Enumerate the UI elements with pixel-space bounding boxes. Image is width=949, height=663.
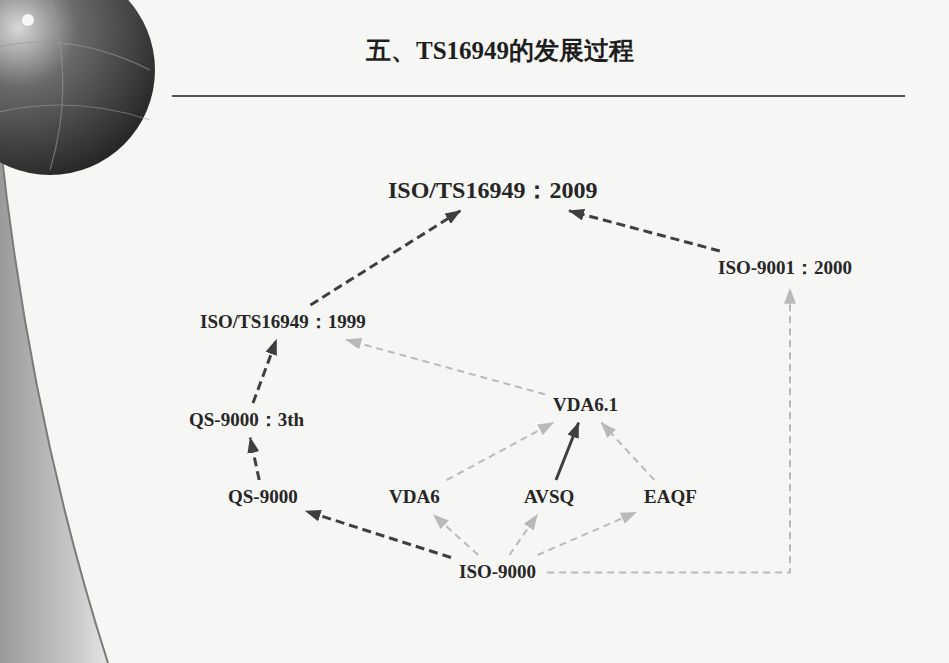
standard-label: QS-9000 — [228, 486, 298, 509]
band-edge — [0, 140, 108, 663]
derivation-arrow — [346, 340, 545, 395]
standard-node: ISO-9000 — [454, 558, 541, 587]
standard-label: AVSQ — [524, 486, 574, 509]
derivation-arrow — [311, 211, 461, 305]
derivation-arrow — [447, 423, 553, 480]
standard-label: QS-9000：3th — [189, 409, 304, 432]
side-band — [0, 140, 108, 663]
standard-node: ISO/TS16949：2009 — [383, 173, 602, 208]
standard-node: ISO/TS16949：1999 — [195, 308, 371, 337]
standard-node: VDA6 — [384, 483, 445, 512]
standard-label: ISO/TS16949：2009 — [388, 176, 597, 205]
standard-node: QS-9000：3th — [184, 406, 309, 435]
standard-label: VDA6.1 — [553, 394, 618, 417]
derivation-arrow — [434, 515, 479, 555]
title-rule — [172, 95, 905, 97]
standard-label: ISO/TS16949：1999 — [200, 311, 366, 334]
slide-title: 五、TS16949的发展过程 — [366, 34, 634, 67]
derivation-arrow — [538, 512, 636, 555]
standard-label: ISO-9000 — [459, 561, 536, 584]
derivation-arrow — [253, 340, 276, 403]
derivation-arrow — [569, 211, 720, 251]
standard-node: QS-9000 — [223, 483, 303, 512]
derivation-arrow — [602, 423, 655, 480]
derivation-arrow — [306, 511, 451, 557]
globe-lines — [0, 0, 150, 170]
derivation-arrow — [510, 515, 538, 555]
standard-node: AVSQ — [519, 483, 579, 512]
derivation-arrow — [556, 423, 579, 480]
globe — [0, 0, 155, 175]
standard-node: VDA6.1 — [548, 391, 623, 420]
standard-node: EAQF — [639, 483, 702, 512]
derivation-arrow — [250, 438, 259, 480]
derivation-arrow — [547, 289, 790, 573]
standard-label: EAQF — [644, 486, 697, 509]
standard-label: VDA6 — [389, 486, 440, 509]
standard-node: ISO-9001：2000 — [713, 254, 857, 283]
globe-highlight — [22, 14, 34, 26]
standard-label: ISO-9001：2000 — [718, 257, 852, 280]
